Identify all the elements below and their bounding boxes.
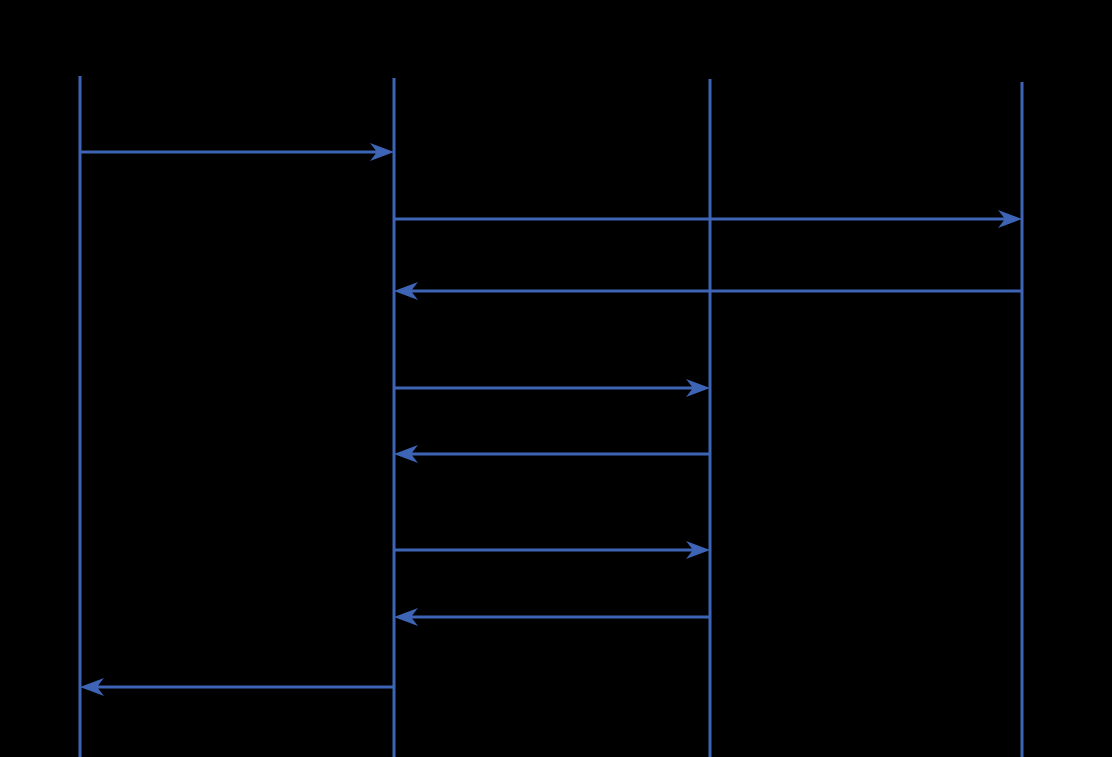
message-2 bbox=[394, 210, 1022, 228]
arrowhead-icon bbox=[394, 445, 418, 463]
message-3 bbox=[394, 282, 1022, 300]
message-8 bbox=[80, 678, 394, 696]
arrowhead-icon bbox=[80, 678, 104, 696]
arrowhead-icon bbox=[394, 608, 418, 626]
message-6 bbox=[394, 541, 710, 559]
message-7 bbox=[394, 608, 710, 626]
arrowhead-icon bbox=[998, 210, 1022, 228]
arrowhead-icon bbox=[686, 541, 710, 559]
message-4 bbox=[394, 379, 710, 397]
arrowhead-icon bbox=[394, 282, 418, 300]
arrowhead-icon bbox=[370, 143, 394, 161]
arrowhead-icon bbox=[686, 379, 710, 397]
message-5 bbox=[394, 445, 710, 463]
message-1 bbox=[80, 143, 394, 161]
